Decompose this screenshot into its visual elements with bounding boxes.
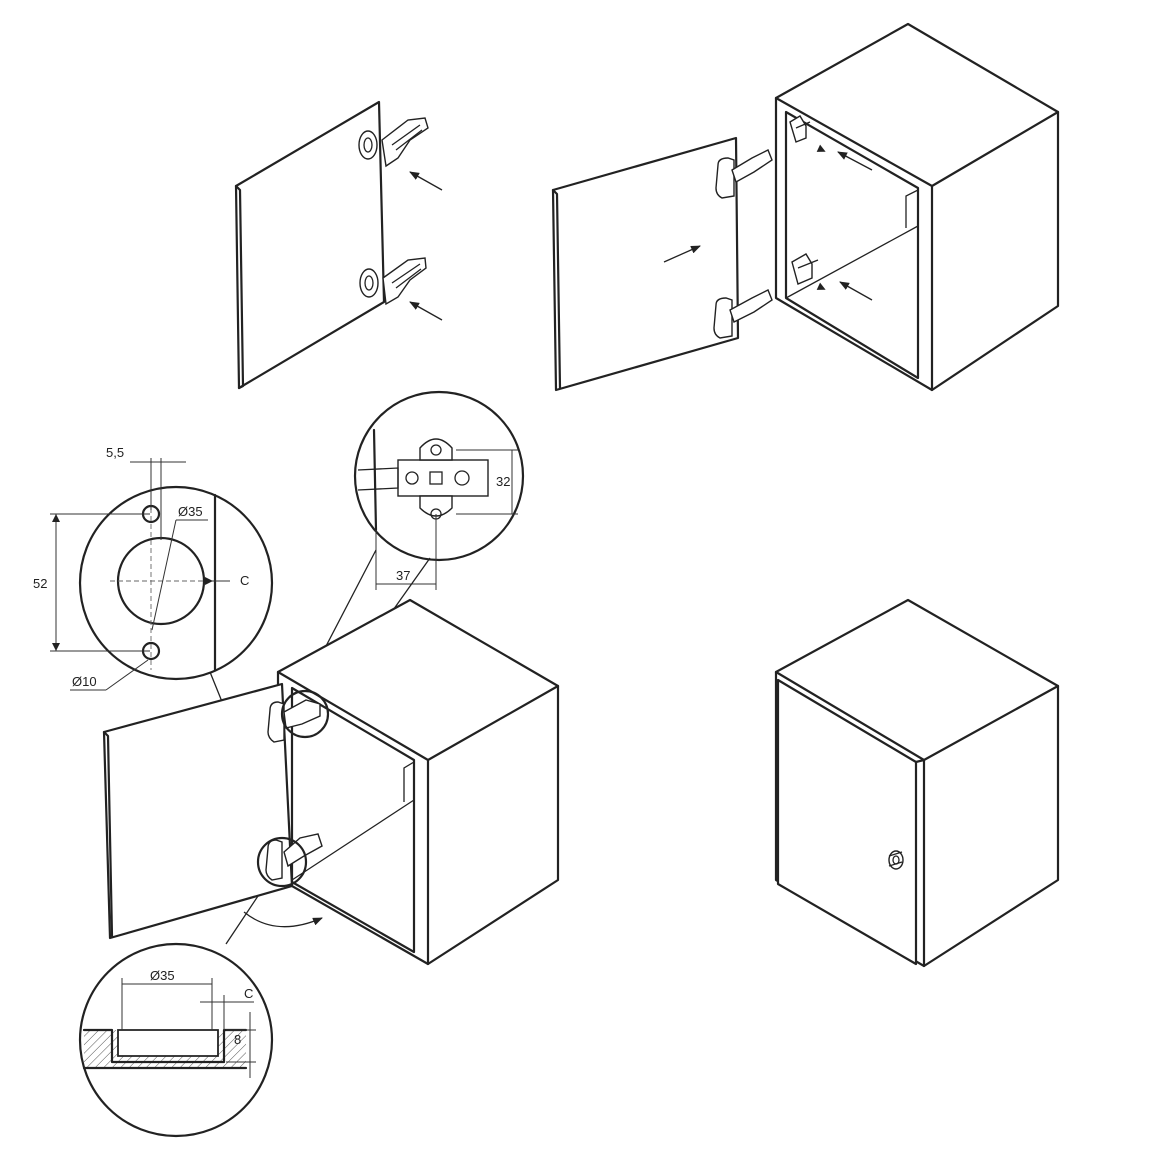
hinge-icon <box>358 117 429 168</box>
cup-diameter-label: Ø35 <box>178 504 203 519</box>
drilling-detail: 5,5 Ø35 52 C Ø10 <box>33 445 274 691</box>
step1-door-with-hinges <box>234 100 443 390</box>
hinge-icon <box>791 253 819 285</box>
detail-ring <box>280 689 330 739</box>
door-panel <box>234 100 386 390</box>
arrow-icon <box>409 171 443 191</box>
pilot-diameter-label: Ø10 <box>72 674 97 689</box>
hinge-icon <box>267 699 321 743</box>
door-knob-icon <box>888 850 904 870</box>
arrow-icon <box>409 301 443 321</box>
edge-label-section: C <box>244 986 253 1001</box>
mounting-plate-detail: 32 37 <box>353 390 525 590</box>
hinge-icon <box>715 149 773 199</box>
plate-height-label: 32 <box>496 474 510 489</box>
offset-label: 5,5 <box>106 445 124 460</box>
hinge-icon <box>359 257 427 306</box>
section-diameter-label: Ø35 <box>150 968 175 983</box>
step2-cabinet-and-door <box>551 22 1060 392</box>
detail-circle <box>353 390 525 562</box>
hinge-icon <box>397 459 489 497</box>
plate-distance-label: 37 <box>396 568 410 583</box>
door-panel <box>551 136 740 392</box>
step3-open-door-assembly <box>102 598 560 966</box>
spacing-label: 52 <box>33 576 47 591</box>
step4-closed-cabinet <box>774 598 1060 968</box>
door-panel <box>102 682 294 940</box>
section-detail: Ø35 C 8 <box>78 942 274 1138</box>
detail-circle <box>78 942 274 1138</box>
detail-circle <box>78 485 274 681</box>
edge-label-top: C <box>240 573 249 588</box>
hinge-icon <box>789 115 811 143</box>
depth-label: 8 <box>234 1032 241 1047</box>
cabinet-body <box>276 598 560 966</box>
arrow-icon <box>837 151 873 171</box>
door-panel <box>776 678 918 966</box>
detail-ring <box>256 836 308 888</box>
hinge-icon <box>713 289 773 339</box>
arrow-icon <box>663 245 701 263</box>
arrow-icon <box>839 281 873 301</box>
arrow-icon <box>243 911 323 928</box>
